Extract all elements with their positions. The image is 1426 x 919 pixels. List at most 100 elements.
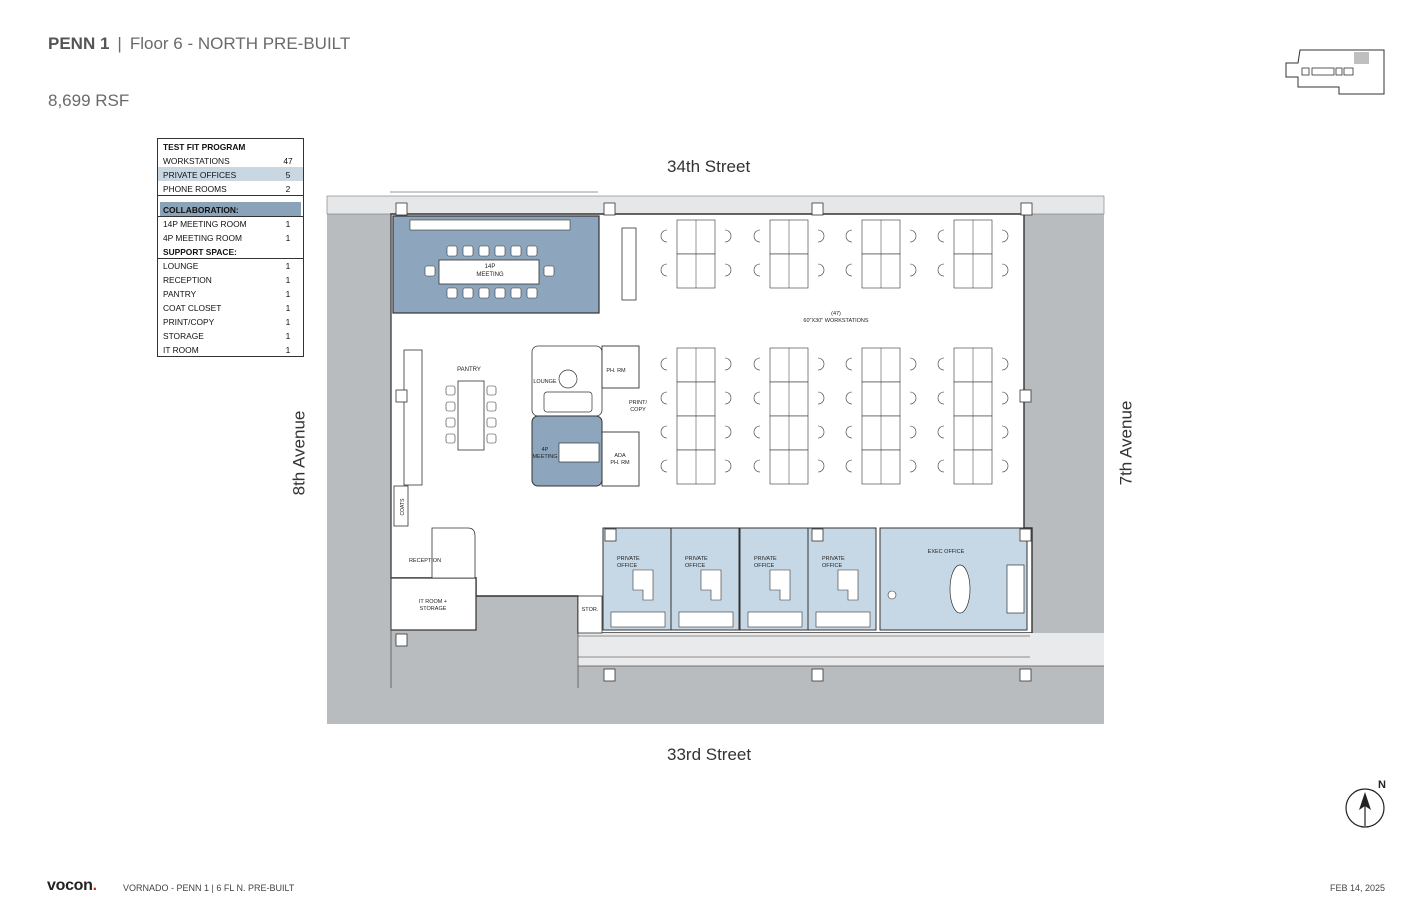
chair (909, 459, 917, 473)
chair (937, 391, 945, 405)
chair (660, 229, 668, 243)
south-corridor (578, 633, 1104, 666)
chair (1001, 391, 1009, 405)
chair (724, 229, 732, 243)
chair (510, 245, 522, 257)
chair (753, 357, 761, 371)
room-label: PRIVATE (617, 556, 640, 562)
room-label: ADA (614, 453, 626, 459)
chair (845, 459, 853, 473)
chair (817, 263, 825, 277)
private-offices: PRIVATEOFFICEPRIVATEOFFICEPRIVATEOFFICEP… (602, 527, 877, 631)
room-label: PRINT/ (629, 400, 648, 406)
support-header: SUPPORT SPACE: (163, 246, 237, 257)
building-columns (395, 202, 1033, 682)
chair (486, 433, 497, 444)
street-south: 33rd Street (667, 745, 752, 764)
project-label: VORNADO - PENN 1 | 6 FL N. PRE-BUILT (123, 883, 295, 893)
room-label: IT ROOM + (419, 599, 447, 605)
pantry-chairs (445, 385, 497, 444)
chair (1001, 229, 1009, 243)
room-label: MEETING (476, 272, 504, 278)
room-label: RECEPTION (409, 558, 441, 564)
room-label: PH. RM (610, 460, 630, 466)
room-label: LOUNGE (533, 379, 557, 385)
chair (446, 287, 458, 299)
room-label: PH. RM (606, 368, 626, 374)
floor-name: Floor 6 - NORTH PRE-BUILT (129, 34, 351, 53)
chair (753, 459, 761, 473)
room-label: COPY (630, 407, 646, 413)
bar-counter (621, 227, 637, 301)
room-label: MEETING (532, 454, 557, 460)
chair (1001, 425, 1009, 439)
meeting-table (438, 259, 540, 285)
chair (817, 357, 825, 371)
chair (543, 265, 555, 277)
chair (660, 357, 668, 371)
room-label: STOR. (582, 607, 599, 613)
room-label: OFFICE (754, 563, 774, 569)
north-label: N (1378, 779, 1386, 791)
chair (478, 287, 490, 299)
chair (660, 459, 668, 473)
chair (494, 287, 506, 299)
north-facade (326, 195, 1105, 215)
chair (445, 417, 456, 428)
chair (753, 391, 761, 405)
room-label: STORAGE (420, 606, 447, 612)
chair (445, 433, 456, 444)
building-name: PENN 1 (48, 34, 110, 53)
chair (724, 459, 732, 473)
phone-room (601, 345, 640, 389)
column (604, 528, 617, 542)
chair (845, 357, 853, 371)
chair (1001, 263, 1009, 277)
column (395, 389, 408, 403)
room-label: OFFICE (685, 563, 705, 569)
room-label: 4P (542, 447, 549, 453)
chair (486, 385, 497, 396)
chair (660, 391, 668, 405)
ada-phone-room (601, 431, 640, 487)
chair (462, 245, 474, 257)
chair (446, 245, 458, 257)
chair (494, 245, 506, 257)
column (395, 633, 408, 647)
workstation-clusters (660, 219, 1009, 485)
chair (486, 401, 497, 412)
chair (526, 245, 538, 257)
workstations-count-label: (47) (831, 311, 841, 317)
chair (478, 245, 490, 257)
room-label: EXEC OFFICE (928, 549, 965, 555)
chair (486, 417, 497, 428)
room-label: PRIVATE (754, 556, 777, 562)
chair (845, 425, 853, 439)
coat-closet (393, 485, 409, 527)
storage-room (577, 595, 603, 634)
column (603, 668, 616, 682)
column (1020, 202, 1033, 216)
chair (462, 287, 474, 299)
room-label: PANTRY (457, 367, 481, 373)
chair (845, 391, 853, 405)
area-rsf: 8,699 RSF (48, 91, 130, 110)
chair (424, 265, 436, 277)
divider (158, 195, 303, 202)
chair (817, 425, 825, 439)
chair (937, 357, 945, 371)
chair (937, 459, 945, 473)
room-label: OFFICE (617, 563, 637, 569)
room-label: OFFICE (822, 563, 842, 569)
chair (660, 425, 668, 439)
column (603, 202, 616, 216)
